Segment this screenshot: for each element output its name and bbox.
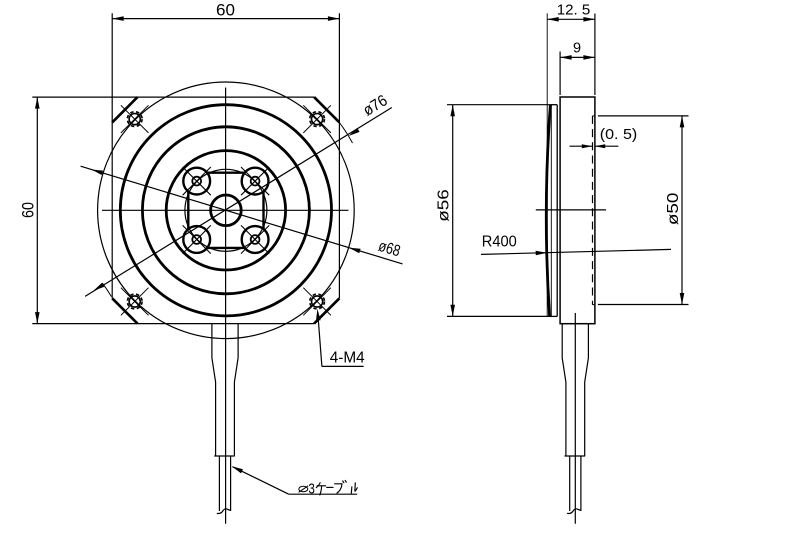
svg-text:ø68: ø68 <box>376 238 402 261</box>
svg-text:9: 9 <box>573 41 581 57</box>
svg-text:3: 3 <box>308 481 315 498</box>
svg-text:12. 5: 12. 5 <box>557 1 591 18</box>
svg-text:ø76: ø76 <box>360 92 390 120</box>
svg-text:60: 60 <box>216 0 235 19</box>
svg-text:4-M4: 4-M4 <box>330 350 365 367</box>
svg-text:ø50: ø50 <box>665 193 682 226</box>
svg-text:R400: R400 <box>482 233 517 250</box>
svg-text:60: 60 <box>18 202 37 218</box>
svg-text:(0. 5): (0. 5) <box>600 126 638 143</box>
svg-text:ø56: ø56 <box>435 189 452 222</box>
